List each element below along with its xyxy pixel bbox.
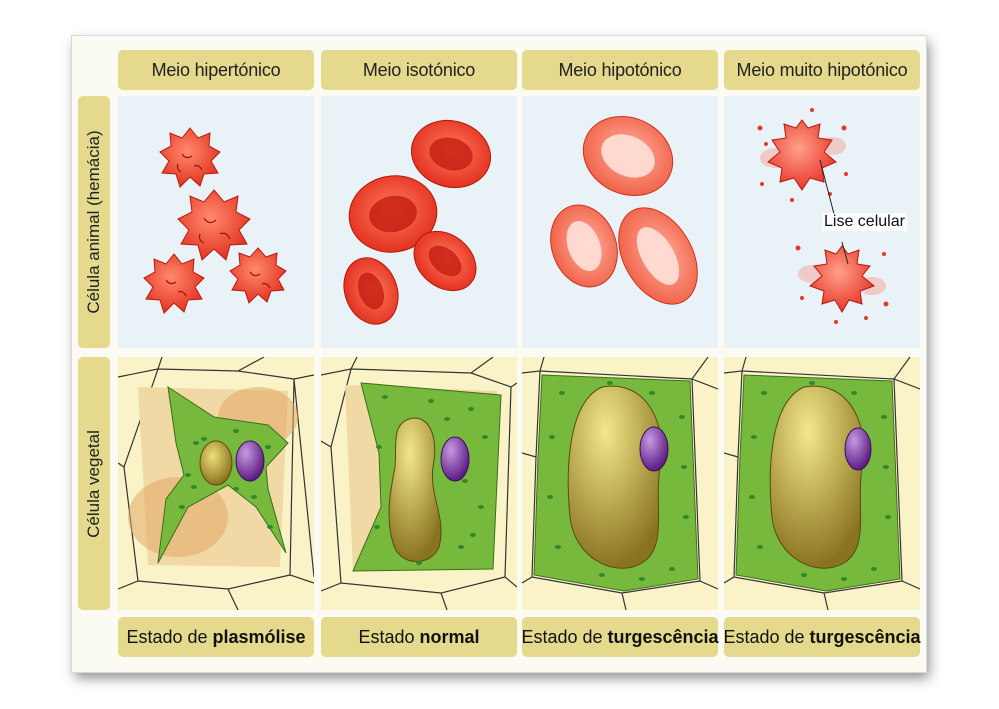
crenated-cell <box>159 127 221 188</box>
footer-prefix: Estado de <box>126 626 208 647</box>
header-hipertonico: Meio hipertónico <box>118 50 314 90</box>
cell-wall <box>321 357 517 610</box>
crenated-cell <box>143 253 205 314</box>
plant-panel-turgescencia-2 <box>724 357 920 610</box>
header-muito-hipotonico: Meio muito hipotónico <box>724 50 920 90</box>
cell-wall <box>724 357 920 610</box>
lysed-cell <box>757 108 848 202</box>
plant-panel-turgescencia <box>522 357 718 610</box>
footer-prefix: Estado <box>358 626 415 647</box>
footer-state: turgescência <box>809 626 921 647</box>
animal-panel-hipertonico <box>118 96 314 348</box>
animal-panel-isotonico <box>321 96 517 348</box>
chloroplasts <box>749 381 891 581</box>
animal-panel-hipotonico <box>522 96 718 348</box>
swollen-red-blood-cell <box>550 204 618 288</box>
crenated-cell <box>229 247 287 304</box>
red-blood-cell <box>343 257 399 325</box>
chloroplasts <box>374 395 488 565</box>
pointer-line <box>841 241 849 265</box>
row-label-animal-text: Célula animal (hemácia) <box>84 130 103 314</box>
header-isotonico: Meio isotónico <box>321 50 517 90</box>
vacuole <box>769 385 865 569</box>
vacuole <box>199 440 233 486</box>
swollen-red-blood-cell <box>618 207 698 305</box>
footer-state: normal <box>419 626 480 647</box>
footer-prefix: Estado de <box>723 626 805 647</box>
crenated-cell <box>177 189 251 261</box>
nucleus <box>844 427 872 471</box>
row-label-plant: Célula vegetal <box>78 357 110 610</box>
nucleus <box>639 426 669 472</box>
red-blood-cell <box>410 119 492 189</box>
header-hipotonico: Meio hipotónico <box>522 50 718 90</box>
nucleus <box>440 436 470 482</box>
vacuole <box>567 385 663 569</box>
chloroplasts <box>547 381 689 581</box>
plant-panel-plasmolise <box>118 357 314 610</box>
footer-state: plasmólise <box>212 626 306 647</box>
footer-state: turgescência <box>607 626 719 647</box>
red-blood-cell <box>348 175 438 253</box>
nucleus <box>235 440 265 482</box>
vacuole <box>388 417 442 562</box>
plant-panel-normal <box>321 357 517 610</box>
lise-celular-label: Lise celular <box>822 213 907 231</box>
pointer-line <box>819 159 835 215</box>
footer-prefix: Estado de <box>521 626 603 647</box>
chloroplasts <box>179 429 273 529</box>
red-blood-cell <box>413 230 477 292</box>
row-label-animal: Célula animal (hemácia) <box>78 96 110 348</box>
swollen-red-blood-cell <box>582 115 674 197</box>
row-label-plant-text: Célula vegetal <box>84 429 103 538</box>
lysed-cell <box>795 245 889 324</box>
cell-wall <box>522 357 718 610</box>
